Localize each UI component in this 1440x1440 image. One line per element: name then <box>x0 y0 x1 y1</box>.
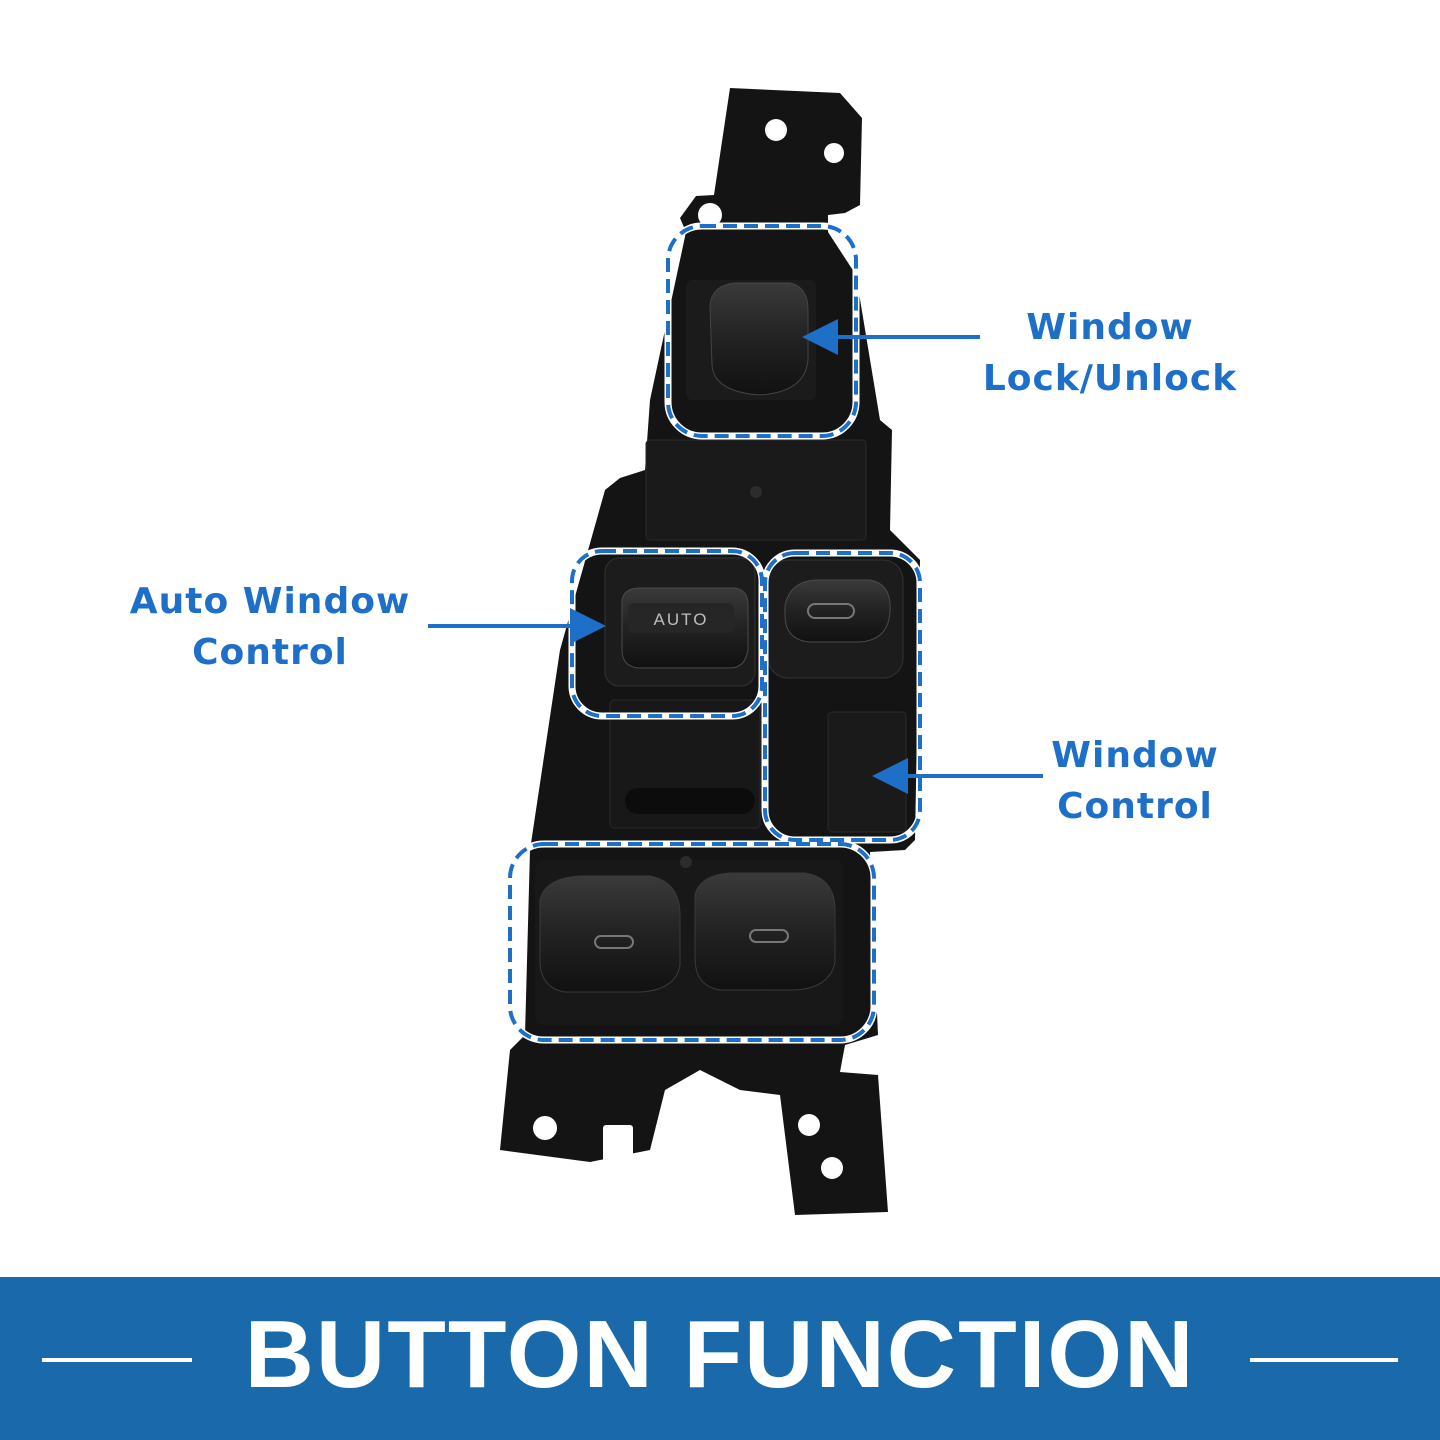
callout-window-control: Window Control <box>1010 730 1260 832</box>
callout-line: Control <box>1057 786 1213 827</box>
banner-rule-left <box>42 1358 192 1362</box>
title-banner: BUTTON FUNCTION <box>0 1277 1440 1440</box>
window-switch-panel-image: AUTO <box>428 88 1043 1215</box>
mount-hole <box>824 143 844 163</box>
callout-line: Window <box>1051 735 1219 776</box>
rear-left-switch <box>539 875 681 993</box>
highlight-lock <box>666 224 858 438</box>
highlight-window <box>763 551 922 842</box>
callout-window-lock: Window Lock/Unlock <box>960 302 1260 404</box>
callout-auto-window: Auto Window Control <box>110 576 430 678</box>
callout-line: Control <box>192 632 348 673</box>
banner-rule-right <box>1250 1358 1398 1362</box>
mount-slot <box>603 1125 633 1165</box>
callout-line: Auto Window <box>129 581 411 622</box>
auto-switch-label: AUTO <box>654 610 709 629</box>
mount-hole <box>765 119 787 141</box>
lock-button <box>709 282 809 396</box>
callout-line: Lock/Unlock <box>982 358 1238 399</box>
mount-hole <box>821 1157 843 1179</box>
callout-line: Window <box>1026 307 1194 348</box>
mount-hole <box>533 1116 557 1140</box>
banner-title: BUTTON FUNCTION <box>244 1301 1196 1408</box>
mount-hole <box>698 203 722 227</box>
highlight-rear <box>508 842 876 1042</box>
window-switch <box>784 579 891 643</box>
mount-hole <box>798 1114 820 1136</box>
rear-right-switch <box>694 872 836 991</box>
